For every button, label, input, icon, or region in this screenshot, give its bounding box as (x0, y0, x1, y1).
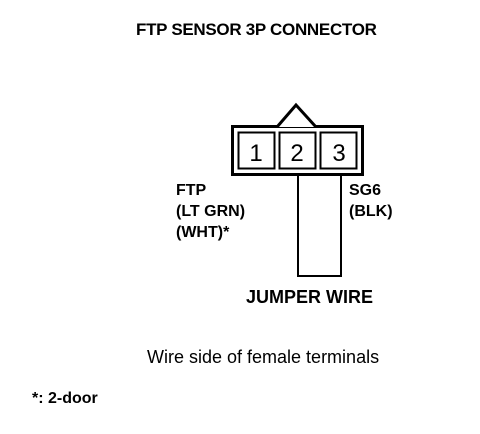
terminal-side-caption: Wire side of female terminals (147, 347, 380, 367)
pin-number-2: 2 (290, 140, 303, 167)
jumper-wire-label: JUMPER WIRE (246, 287, 374, 307)
left-wire-signal: FTP (176, 182, 207, 199)
left-wire-labels: FTP (LT GRN) (WHT)* (176, 180, 245, 243)
diagram-title: FTP SENSOR 3P CONNECTOR (136, 20, 377, 39)
footnote: *: 2-door (32, 390, 98, 407)
pin-number-3: 3 (332, 140, 345, 167)
right-wire-color: (BLK) (349, 203, 393, 220)
pin-cavity-3 (319, 131, 358, 170)
left-wire-alt-color: (WHT)* (176, 224, 230, 241)
right-wire-signal: SG6 (349, 182, 382, 199)
pin-number-1: 1 (249, 140, 262, 167)
connector-lock-tab (275, 102, 318, 129)
right-wire-labels: SG6 (BLK) (349, 180, 393, 222)
pin-cavity-2 (278, 131, 317, 170)
jumper-wire (297, 174, 342, 277)
pin-cavity-1 (237, 131, 276, 170)
left-wire-color: (LT GRN) (176, 203, 246, 220)
